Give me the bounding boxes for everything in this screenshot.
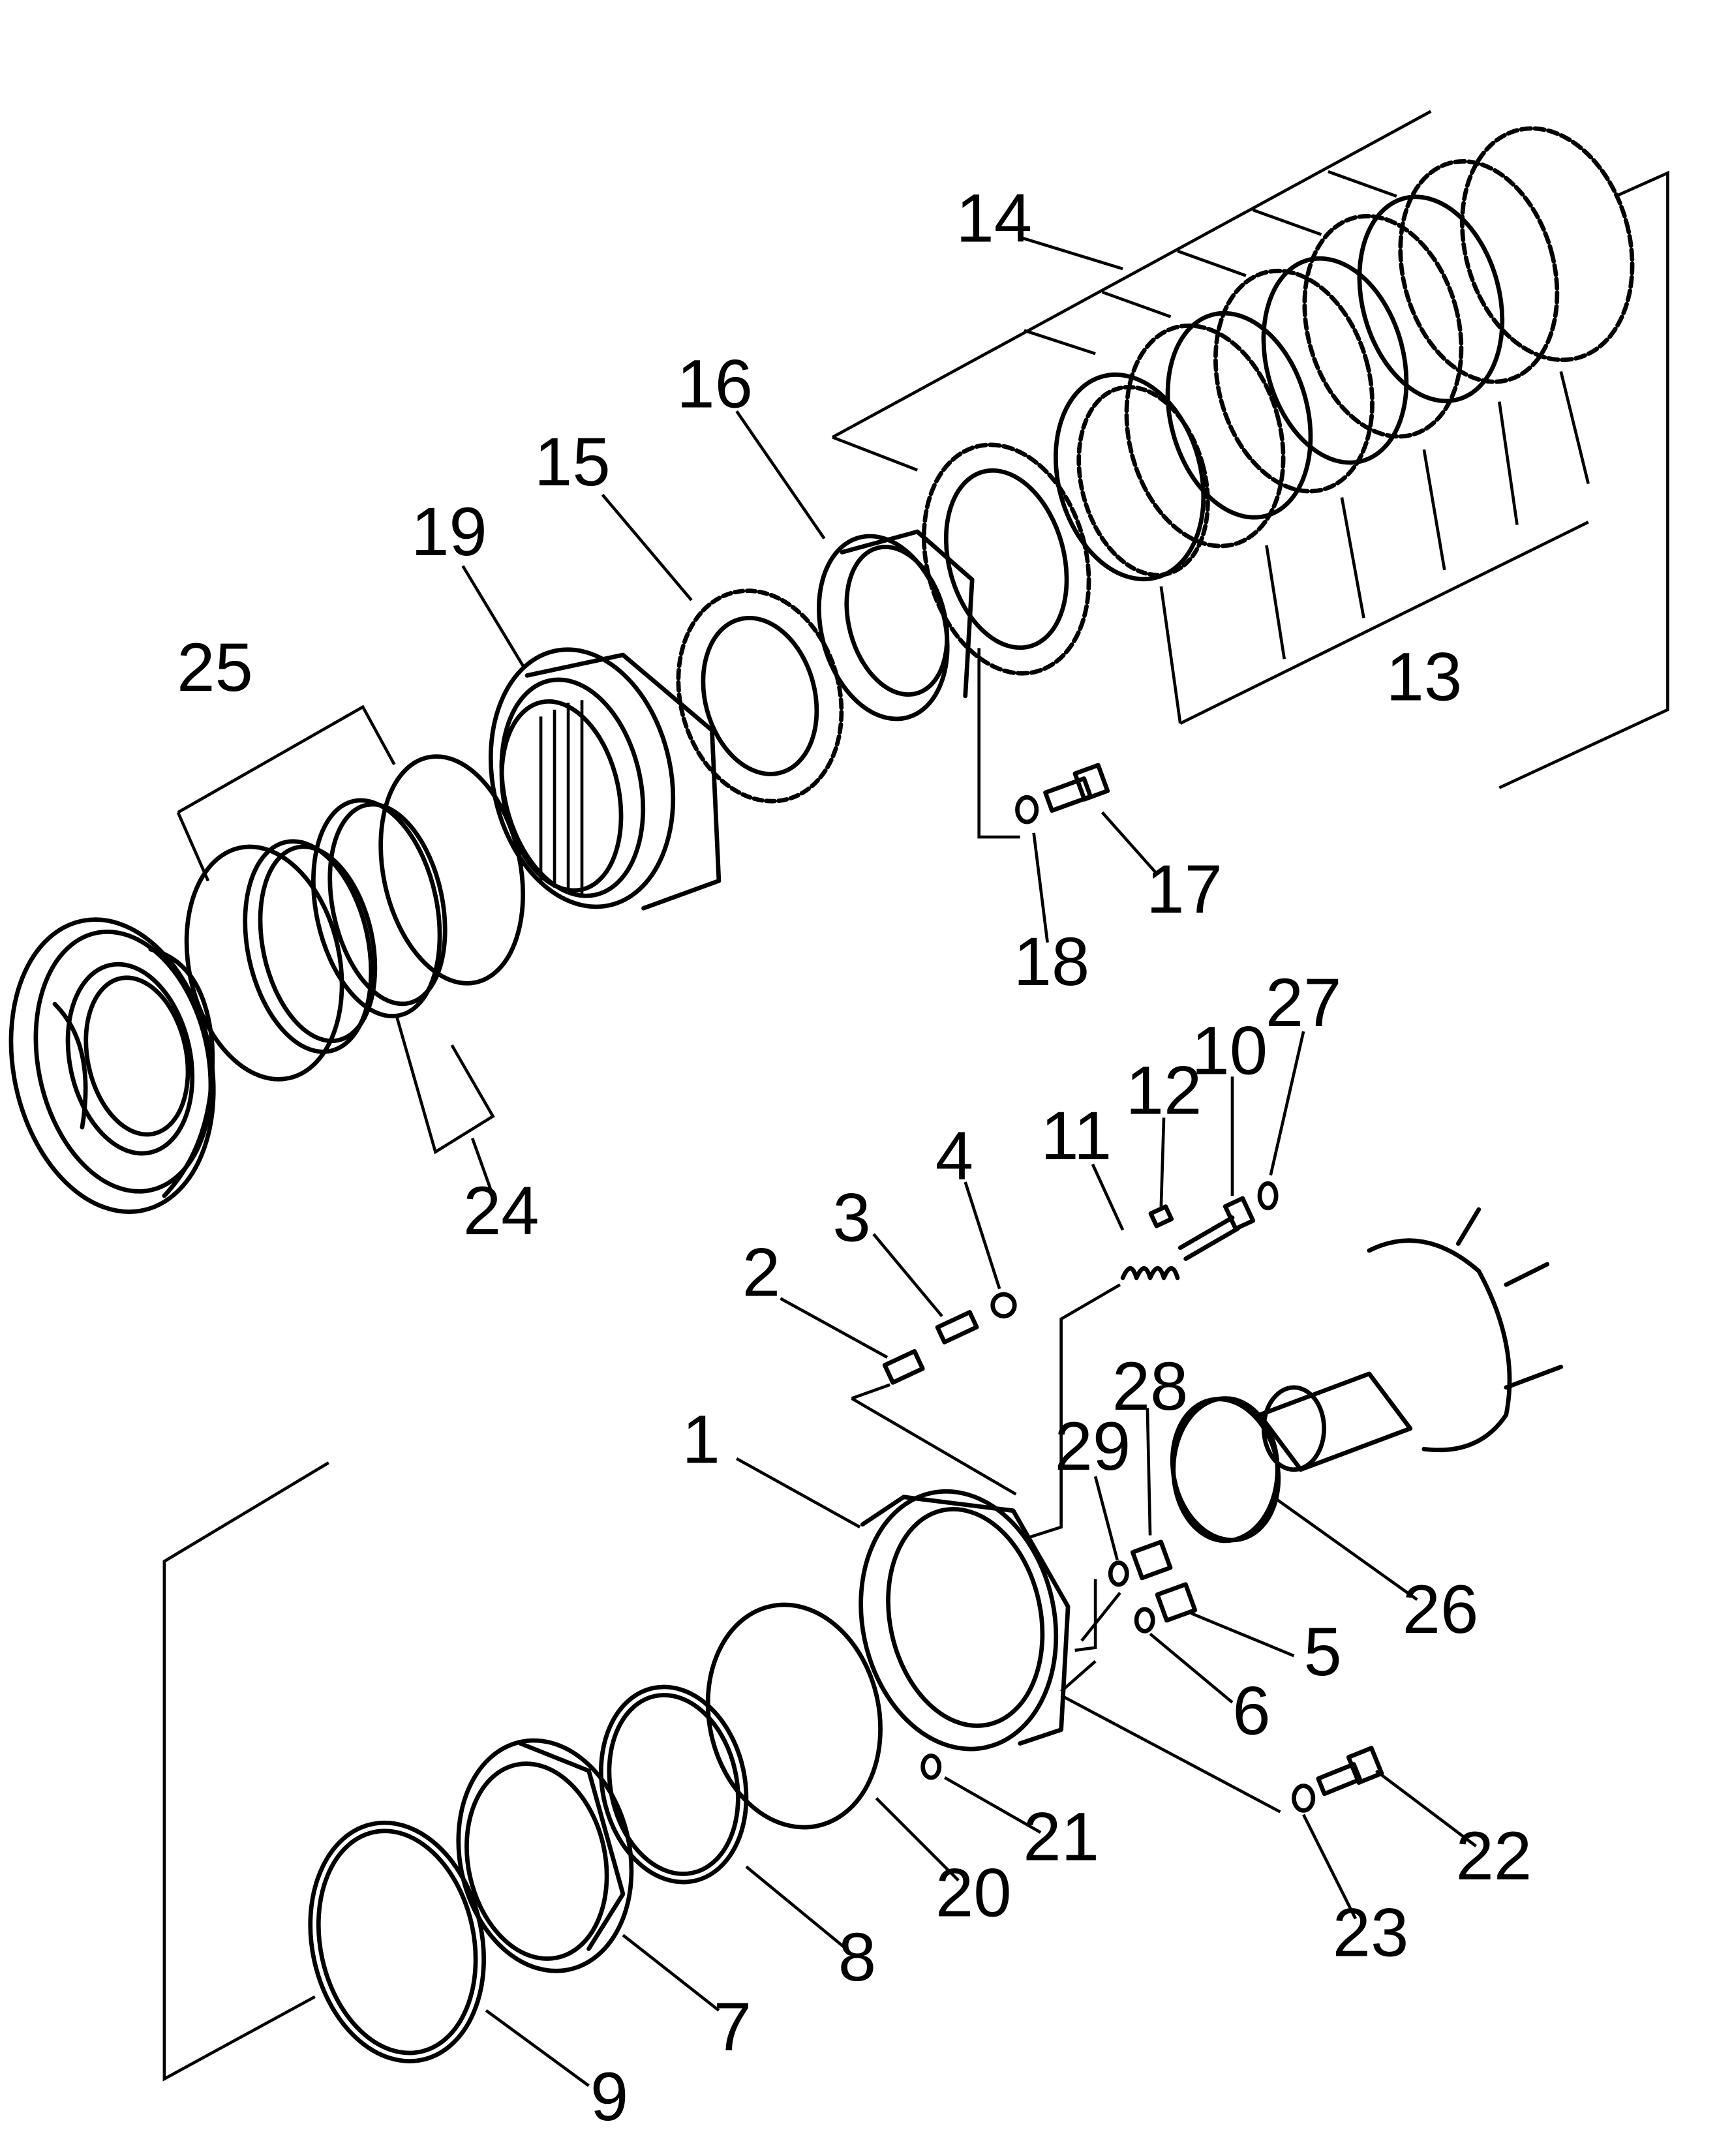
callout-9: 9 — [590, 2059, 628, 2135]
seal-ring-8 — [599, 1684, 749, 1885]
callout-6: 6 — [1232, 1673, 1270, 1749]
cap-4 — [990, 1292, 1017, 1319]
callout-23: 23 — [1333, 1894, 1409, 1971]
callout-2: 2 — [742, 1235, 780, 1311]
clutch-drum — [488, 647, 722, 911]
seal-ring-group — [184, 754, 525, 1082]
o-ring-21 — [920, 1754, 942, 1780]
callout-4: 4 — [935, 1118, 973, 1194]
callout-22: 22 — [1456, 1818, 1532, 1894]
callout-29: 29 — [1055, 1408, 1131, 1485]
callout-19: 19 — [411, 494, 487, 570]
callout-20: 20 — [935, 1855, 1012, 1931]
fitting-2 — [882, 1349, 925, 1385]
callout-1: 1 — [682, 1402, 720, 1478]
brake-housing-1 — [858, 1489, 1071, 1752]
callout-24: 24 — [463, 1173, 539, 1249]
gear-ring-15 — [676, 588, 844, 804]
callout-21: 21 — [1023, 1799, 1099, 1875]
o-ring-20 — [705, 1602, 883, 1830]
callout-17: 17 — [1146, 851, 1223, 928]
valve-3 — [935, 1310, 979, 1344]
leader-lines — [162, 110, 1669, 2088]
callout-13: 13 — [1386, 639, 1462, 716]
o-ring-26 — [1170, 1397, 1281, 1543]
bolt-10 — [1178, 1196, 1256, 1261]
callout-15: 15 — [534, 424, 611, 500]
callout-18: 18 — [1014, 924, 1090, 1000]
bolt-17 — [1043, 763, 1110, 813]
o-ring-6 — [1134, 1607, 1155, 1633]
clutch-disc-pack — [921, 126, 1635, 676]
bolt-22 — [1316, 1746, 1384, 1797]
callout-8: 8 — [838, 1919, 876, 1996]
callout-labels: 1 2 3 4 5 6 7 8 9 10 11 12 13 14 15 16 1… — [177, 181, 1532, 2136]
callout-10: 10 — [1191, 1013, 1268, 1089]
callout-5: 5 — [1303, 1614, 1341, 1690]
brake-piston-7 — [456, 1738, 634, 1973]
callout-7: 7 — [714, 1989, 752, 2065]
o-ring-27 — [1257, 1181, 1279, 1211]
plug-5 — [1155, 1582, 1198, 1623]
callout-3: 3 — [832, 1180, 870, 1256]
pin-12 — [1148, 1204, 1174, 1228]
callout-27: 27 — [1266, 965, 1342, 1041]
callout-26: 26 — [1403, 1571, 1479, 1648]
plug-28 — [1130, 1540, 1173, 1581]
shaft-flange — [1171, 1207, 1564, 1543]
callout-28: 28 — [1112, 1348, 1189, 1425]
seal-ring-9 — [308, 1820, 486, 2063]
callout-11: 11 — [1041, 1098, 1112, 1174]
washer-23 — [1292, 1784, 1316, 1813]
callout-14: 14 — [956, 181, 1032, 257]
hub-housing — [8, 917, 216, 1214]
callout-25: 25 — [177, 630, 253, 706]
callout-12: 12 — [1126, 1053, 1202, 1129]
o-ring-29 — [1108, 1560, 1129, 1587]
callout-16: 16 — [676, 346, 753, 422]
spring-11 — [1120, 1266, 1180, 1281]
washer-18 — [1015, 795, 1039, 825]
